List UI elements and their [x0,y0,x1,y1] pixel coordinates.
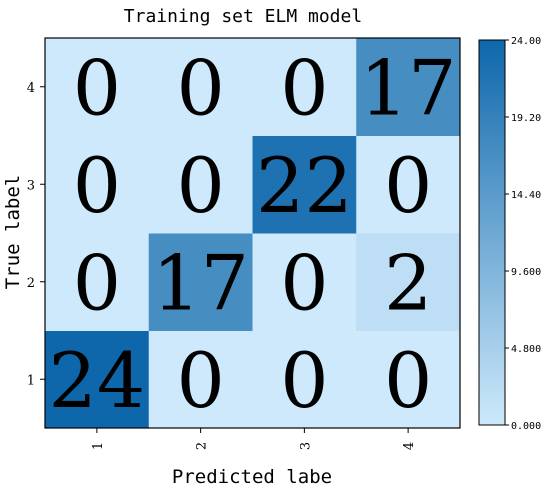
cell-value-label: 0 [280,336,328,425]
plot-frame [44,37,461,429]
heatmap-cell [148,38,253,136]
y-axis-label: True label [2,175,24,289]
colorbar-tick-label: 4.800 [511,344,541,355]
colorbar-tick-label: 14.40 [511,190,541,201]
x-tick-label: 2 [195,442,210,450]
heatmap-cell [356,135,461,234]
heatmap-cells [45,38,461,429]
cell-value-label: 0 [384,336,432,425]
x-tick-label: 1 [91,442,106,450]
heatmap-cell [45,38,150,136]
heatmap-cell [356,330,461,429]
chart-title: Training set ELM model [124,6,362,27]
x-axis-ticks: 1 2 3 4 [91,428,417,450]
colorbar-tick-label: 24.00 [511,36,541,47]
heatmap-cell [45,135,150,234]
heatmap-cell [356,38,461,136]
cell-value-label: 0 [280,238,328,327]
heatmap-cell [252,135,357,234]
heatmap-cell [252,233,357,331]
x-tick-label: 3 [298,442,313,450]
colorbar-tick-label: 19.20 [511,113,541,124]
heatmap-cell [45,233,150,331]
heatmap-cell [148,330,253,429]
y-tick-label: 4 [27,81,35,96]
cell-value-label: 0 [280,43,328,132]
heatmap-cell [252,38,357,136]
y-tick-label: 3 [27,178,35,193]
colorbar-ticks: 0.000 4.800 9.600 14.40 19.20 24.00 [505,36,541,432]
cell-value-label: 0 [176,43,224,132]
colorbar [478,39,506,426]
cell-value-label: 0 [384,141,432,230]
heatmap-cell [148,135,253,234]
cell-value-label: 2 [384,238,432,327]
colorbar-tick-label: 9.600 [511,267,541,278]
y-tick-label: 1 [27,373,35,388]
heatmap-cell [356,233,461,331]
x-tick-label: 4 [402,442,417,450]
y-axis-ticks: 1 2 3 4 [27,81,45,388]
heatmap-cell [45,330,150,429]
colorbar-tick-label: 0.000 [511,421,541,432]
cell-value-label: 17 [152,238,249,327]
cell-value-label: 0 [73,43,121,132]
x-axis-label: Predicted labe [172,466,332,488]
y-tick-label: 2 [27,276,35,291]
cell-value-label: 0 [176,336,224,425]
cell-value-label: 22 [256,141,353,230]
heatmap-cell [148,233,253,331]
cell-value-label: 17 [360,43,457,132]
cell-value-label: 0 [176,141,224,230]
cell-value-label: 24 [49,336,146,425]
cell-value-label: 0 [73,141,121,230]
heatmap-cell [252,330,357,429]
cell-value-label: 0 [73,238,121,327]
